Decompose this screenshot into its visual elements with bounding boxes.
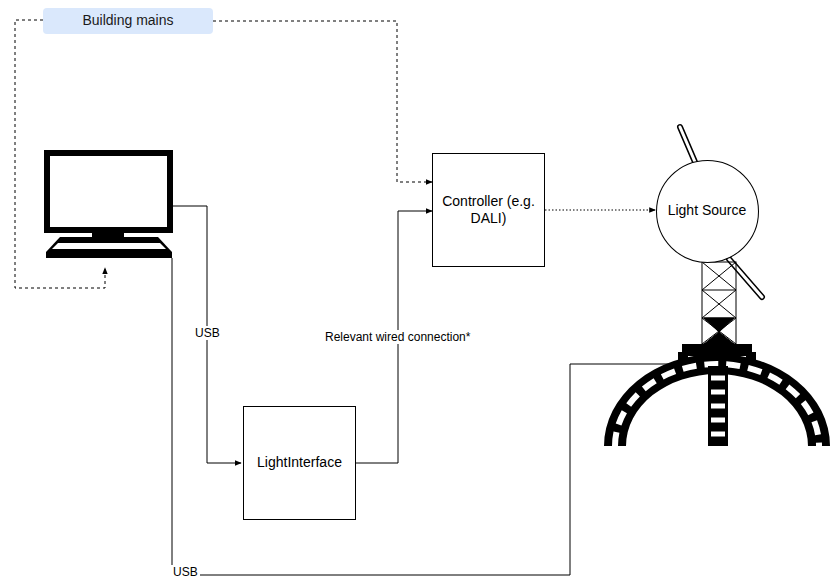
edge-label: Relevant wired connection* xyxy=(323,330,472,344)
wire-label: USB xyxy=(171,565,200,579)
computer-icon xyxy=(46,153,172,258)
lattice-mast xyxy=(702,262,736,344)
wire-label: USB xyxy=(193,326,222,340)
node-text: LightInterface xyxy=(257,454,342,472)
node-text: Light Source xyxy=(668,202,747,220)
node-text: Building mains xyxy=(82,12,173,30)
usb-wire xyxy=(172,206,241,463)
connector xyxy=(545,210,656,211)
arch-stand xyxy=(604,354,830,446)
mains-wire xyxy=(15,20,105,288)
process-box: LightInterface xyxy=(243,406,356,520)
connector xyxy=(213,21,432,182)
node-text: Controller (e.g. DALI) xyxy=(440,193,537,228)
mains-label-box: Building mains xyxy=(43,8,213,34)
light-source-circle: Light Source xyxy=(656,160,759,263)
process-box: Controller (e.g. DALI) xyxy=(432,153,545,267)
